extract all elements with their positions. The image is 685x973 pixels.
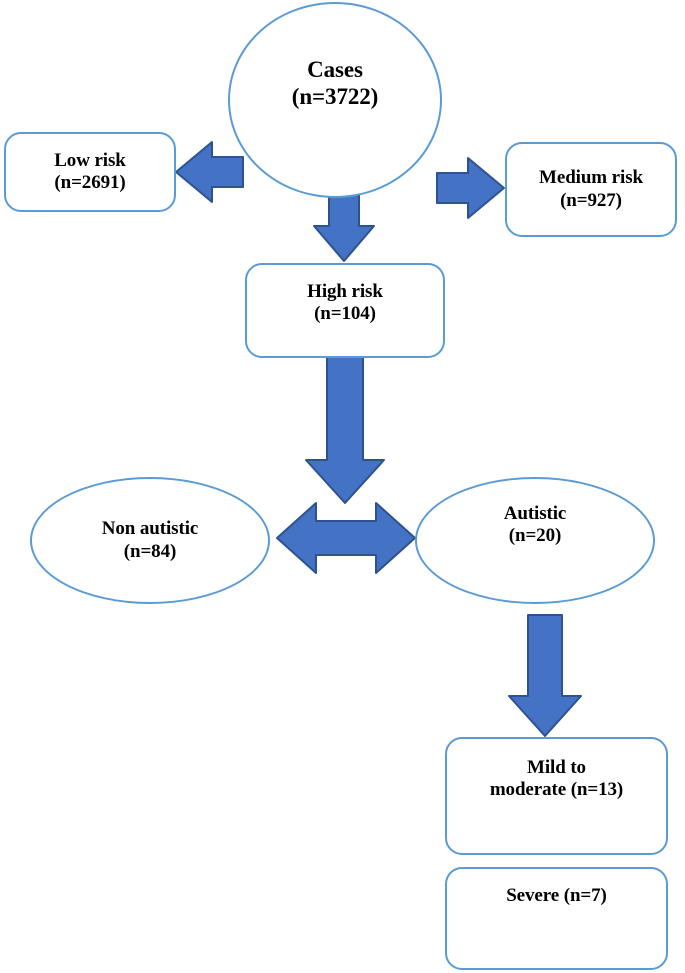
node-autistic-label: Autistic (n=20) [503, 503, 567, 547]
node-high-risk-label: High risk (n=104) [307, 281, 383, 325]
node-high-risk[interactable]: High risk (n=104) [245, 263, 445, 358]
node-cases[interactable]: Cases (n=3722) [228, 2, 442, 198]
arrow-cases-to-low-risk [175, 141, 244, 203]
node-medium-risk-label: Medium risk (n=927) [539, 167, 643, 211]
node-mild-to-moderate-label: Mild to moderate (n=13) [489, 757, 624, 801]
arrow-high-risk-to-outcomes [305, 355, 385, 504]
node-autistic[interactable]: Autistic (n=20) [415, 477, 655, 604]
node-mild-to-moderate[interactable]: Mild to moderate (n=13) [445, 737, 668, 855]
node-severe-label: Severe (n=7) [506, 885, 607, 906]
node-low-risk-label: Low risk (n=2691) [54, 149, 126, 193]
arrow-cases-to-high-risk [313, 192, 375, 262]
arrow-cases-to-medium-risk [436, 157, 505, 219]
node-medium-risk[interactable]: Medium risk (n=927) [505, 142, 677, 237]
node-non-autistic-label: Non autistic (n=84) [101, 518, 199, 562]
node-non-autistic[interactable]: Non autistic (n=84) [30, 477, 270, 604]
arrow-autistic-to-mild-moderate [508, 614, 582, 737]
arrow-non-autistic-autistic [276, 502, 416, 574]
node-cases-label: Cases (n=3722) [291, 57, 379, 110]
node-low-risk[interactable]: Low risk (n=2691) [4, 132, 176, 212]
node-severe[interactable]: Severe (n=7) [445, 867, 668, 970]
